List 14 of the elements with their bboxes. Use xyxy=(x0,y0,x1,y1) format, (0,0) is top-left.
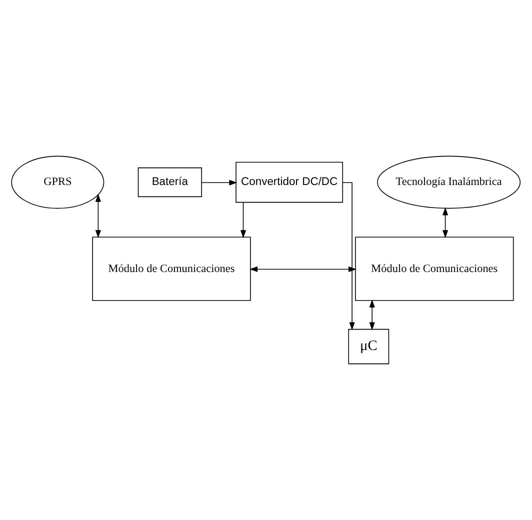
arrow xyxy=(250,266,357,272)
arrow xyxy=(442,207,448,238)
arrow xyxy=(240,202,246,238)
node-box: Módulo de Comunicaciones xyxy=(355,236,514,301)
arrow xyxy=(342,182,355,330)
node-ellipse: GPRS xyxy=(11,156,104,209)
node-ellipse: Tecnología Inalámbrica xyxy=(377,156,521,209)
node-box: Convertidor DC/DC xyxy=(236,162,344,203)
node-box: Batería xyxy=(138,167,202,198)
node-box: μC xyxy=(348,328,390,364)
arrow xyxy=(201,180,238,186)
node-box: Módulo de Comunicaciones xyxy=(92,236,251,301)
arrow xyxy=(95,194,101,238)
arrow xyxy=(369,299,375,330)
